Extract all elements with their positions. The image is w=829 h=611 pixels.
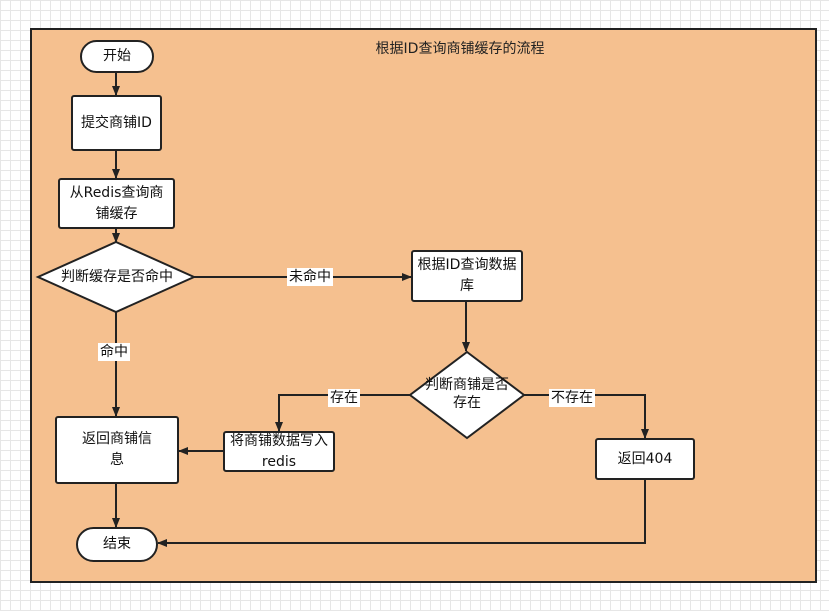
edge-label-miss: 未命中 [287,268,333,286]
write-redis-node: 将商铺数据写入redis [223,431,335,472]
decision-cache-hit-shape [35,240,197,314]
diagram-title: 根据ID查询商铺缓存的流程 [375,41,545,57]
query-redis-node: 从Redis查询商铺缓存 [58,178,175,229]
edge-checkexist-write [275,394,411,432]
decision-cache-hit-label: 判断缓存是否命中 [61,269,173,285]
submit-shop-id-node: 提交商铺ID [71,95,162,151]
end-node: 结束 [76,527,158,562]
edge-label-exist: 存在 [328,389,360,407]
start-node: 开始 [80,40,154,73]
edge-404-end [157,480,646,547]
return-404-node: 返回404 [595,438,695,480]
edge-label-hit: 命中 [98,343,130,361]
return-shop-info-node: 返回商铺信息 [55,416,179,484]
query-db-node: 根据ID查询数据库 [411,250,523,302]
edge-label-not-exist: 不存在 [549,389,595,407]
decision-shop-exist-shape [408,350,526,440]
decision-shop-exist-label: 判断商铺是否存在 [425,377,509,411]
